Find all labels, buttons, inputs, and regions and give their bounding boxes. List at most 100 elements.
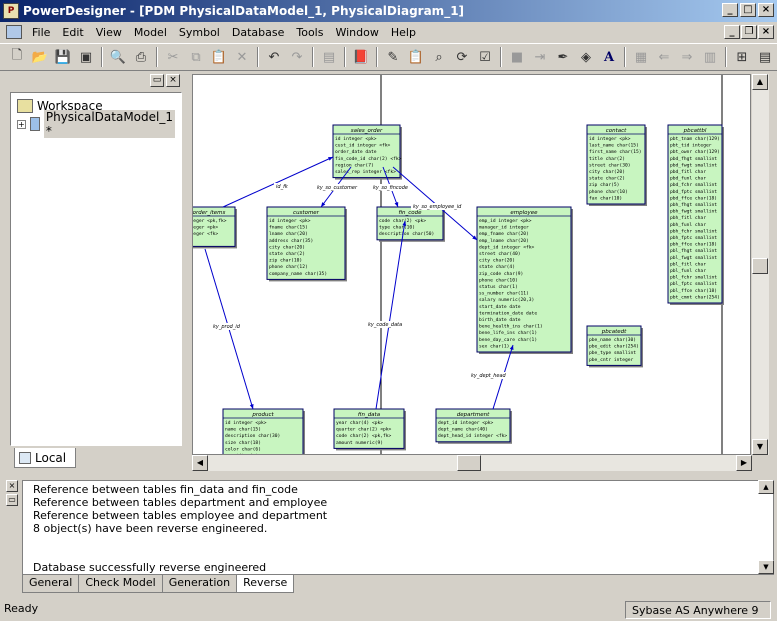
table-name: fin_code bbox=[398, 210, 422, 216]
save-icon[interactable]: 💾 bbox=[54, 49, 72, 65]
fill-icon[interactable]: ◈ bbox=[581, 49, 591, 65]
mdi-restore-button[interactable]: ❐ bbox=[741, 25, 757, 39]
tab-general[interactable]: General bbox=[22, 575, 80, 593]
grid-icon[interactable]: ▥ bbox=[703, 49, 717, 65]
print-icon[interactable]: ⎙ bbox=[135, 49, 147, 65]
menu-model[interactable]: Model bbox=[133, 25, 167, 39]
table-column: last_name char(15) bbox=[589, 143, 639, 149]
status-ready: Ready bbox=[4, 602, 39, 615]
open-icon[interactable]: 📂 bbox=[31, 49, 49, 65]
book-icon[interactable]: 📕 bbox=[352, 49, 370, 65]
scroll-up-button[interactable]: ▲ bbox=[752, 74, 768, 90]
expand-icon[interactable]: + bbox=[17, 119, 26, 129]
clipboard-icon[interactable]: 📋 bbox=[407, 49, 425, 65]
print-preview-icon[interactable]: 🔍 bbox=[109, 49, 127, 65]
symbol-icon[interactable]: ■ bbox=[510, 49, 524, 65]
menu-window[interactable]: Window bbox=[335, 25, 379, 39]
table-name: contact bbox=[606, 128, 627, 134]
document-icon[interactable] bbox=[6, 25, 22, 39]
copy-icon[interactable]: ⧉ bbox=[191, 49, 201, 65]
menu-database[interactable]: Database bbox=[231, 25, 285, 39]
separator bbox=[725, 47, 727, 67]
scroll-right-button[interactable]: ▶ bbox=[736, 455, 752, 471]
paste-icon[interactable]: 📋 bbox=[210, 49, 228, 65]
output-pane: × ▭ Reference between tables fin_data an… bbox=[4, 480, 774, 594]
horizontal-scrollbar[interactable]: ◀ ▶ bbox=[192, 455, 752, 471]
find-icon[interactable]: ⌕ bbox=[435, 49, 443, 65]
save-all-icon[interactable]: ▣ bbox=[79, 49, 93, 65]
undo-icon[interactable]: ↶ bbox=[268, 49, 280, 65]
menu-file[interactable]: File bbox=[32, 25, 51, 39]
vertical-scroll-thumb[interactable] bbox=[752, 258, 768, 274]
line-style-icon[interactable]: ⇥ bbox=[534, 49, 546, 65]
tree-model[interactable]: + PhysicalDataModel_1 * bbox=[17, 110, 175, 138]
table-column: dept_id integer <pk> bbox=[438, 420, 494, 426]
new-icon[interactable]: 🗋 bbox=[11, 48, 23, 63]
menu-view[interactable]: View bbox=[95, 25, 122, 39]
arrow-left-icon[interactable]: ⇐ bbox=[658, 49, 670, 65]
horizontal-scroll-thumb[interactable] bbox=[457, 455, 481, 471]
reference-arrowhead bbox=[321, 202, 326, 207]
minimize-button[interactable]: _ bbox=[722, 3, 738, 17]
mdi-close-button[interactable]: × bbox=[758, 25, 774, 39]
separator bbox=[101, 47, 103, 67]
delete-icon[interactable]: ✕ bbox=[236, 49, 248, 65]
align-icon[interactable]: ▦ bbox=[634, 49, 648, 65]
table-icon[interactable]: ▤ bbox=[758, 49, 772, 65]
cut-icon[interactable]: ✂ bbox=[167, 49, 179, 65]
menu-edit[interactable]: Edit bbox=[62, 25, 84, 39]
table-name: fin_data bbox=[358, 412, 381, 418]
menu-symbol[interactable]: Symbol bbox=[178, 25, 220, 39]
tab-local[interactable]: Local bbox=[14, 448, 76, 468]
layout-icon[interactable]: ⊞ bbox=[736, 49, 748, 65]
maximize-button[interactable]: □ bbox=[740, 3, 756, 17]
scroll-down-button[interactable]: ▼ bbox=[752, 439, 768, 455]
edit-properties-icon[interactable]: ✎ bbox=[387, 49, 399, 65]
table-column: bene_health_ins char(1) bbox=[479, 324, 543, 330]
browser-pin-icon[interactable]: ▭ bbox=[150, 74, 164, 87]
table-column: state char(2) bbox=[269, 251, 305, 257]
tab-reverse[interactable]: Reverse bbox=[236, 575, 295, 593]
mdi-minimize-button[interactable]: _ bbox=[724, 25, 740, 39]
browser-close-icon[interactable]: × bbox=[166, 74, 180, 87]
scroll-left-button[interactable]: ◀ bbox=[192, 455, 208, 471]
check-icon[interactable]: ☑ bbox=[479, 49, 491, 65]
redo-icon[interactable]: ↷ bbox=[291, 49, 303, 65]
output-close-icon[interactable]: × bbox=[6, 480, 18, 492]
arrow-right-icon[interactable]: ⇒ bbox=[681, 49, 693, 65]
reference-label: id_fk bbox=[276, 184, 289, 190]
table-order-items[interactable]: order_itemsinteger <pk,fk>integer <pk>in… bbox=[193, 206, 237, 249]
output-scroll-up[interactable]: ▲ bbox=[758, 480, 774, 494]
menu-tools[interactable]: Tools bbox=[296, 25, 324, 39]
font-icon[interactable]: A bbox=[603, 49, 615, 65]
properties-icon[interactable]: ▤ bbox=[322, 49, 336, 65]
reference-line[interactable] bbox=[222, 156, 334, 208]
menu-help[interactable]: Help bbox=[390, 25, 416, 39]
vertical-scrollbar[interactable]: ▲ ▼ bbox=[752, 74, 769, 455]
close-button[interactable]: × bbox=[758, 3, 774, 17]
tab-check-model[interactable]: Check Model bbox=[78, 575, 163, 593]
tree-workspace[interactable]: Workspace bbox=[17, 97, 175, 115]
tab-generation[interactable]: Generation bbox=[161, 575, 238, 593]
output-scroll-down[interactable]: ▼ bbox=[758, 560, 774, 574]
output-pin-icon[interactable]: ▭ bbox=[6, 494, 18, 506]
table-column: pbd_fwgt smallint bbox=[670, 162, 717, 168]
refresh-icon[interactable]: ⟳ bbox=[456, 49, 468, 65]
separator bbox=[624, 47, 626, 67]
pen-icon[interactable]: ✒ bbox=[557, 49, 569, 65]
workspace-label: Workspace bbox=[37, 99, 103, 113]
reference-line[interactable] bbox=[375, 220, 406, 410]
table-column: pbh_fchr smallint bbox=[670, 228, 717, 234]
